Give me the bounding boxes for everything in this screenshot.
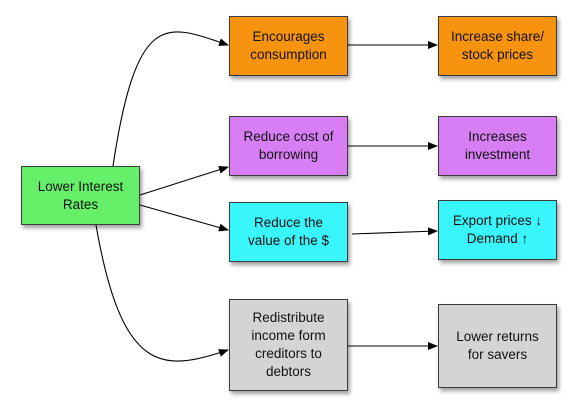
edge-value-to-export	[351, 227, 438, 236]
node-reduce-cost-of-borrowing: Reduce cost of borrowing	[229, 116, 348, 176]
node-encourages-consumption: Encourages consumption	[229, 16, 348, 76]
edge-root-to-value	[139, 204, 229, 232]
edge-root-to-redist	[95, 224, 229, 362]
edge-root-to-borrow	[139, 165, 229, 196]
node-increase-stock-prices: Increase share/ stock prices	[438, 16, 557, 76]
node-export-prices-demand: Export prices ↓ Demand ↑	[438, 200, 557, 260]
node-redistribute-income: Redistribute income form creditors to de…	[229, 299, 348, 391]
node-reduce-value-of-dollar: Reduce the value of the $	[229, 202, 348, 262]
node-lower-interest-rates: Lower Interest Rates	[21, 166, 140, 225]
edge-root-to-consume	[112, 31, 229, 167]
node-increases-investment: Increases investment	[438, 116, 557, 176]
node-lower-returns-for-savers: Lower returns for savers	[438, 304, 557, 388]
